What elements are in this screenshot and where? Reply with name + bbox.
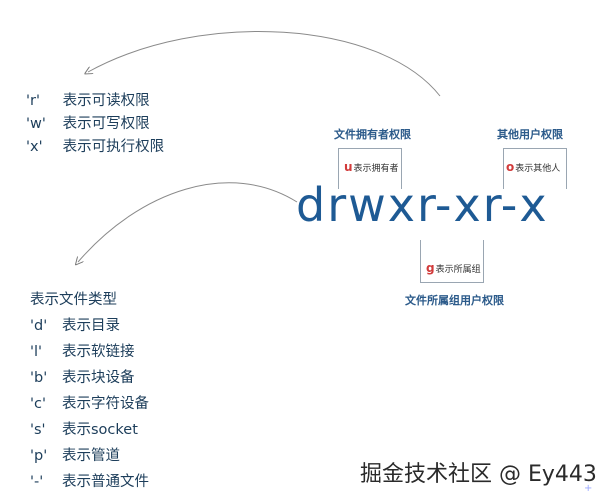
file-type-item: 'b'表示块设备 — [30, 370, 135, 386]
owner-letter: u — [344, 160, 353, 174]
watermark: 掘金技术社区 @ Ey443 — [360, 462, 597, 487]
file-type-item: 'p'表示管道 — [30, 448, 120, 464]
file-type-item: 'd'表示目录 — [30, 318, 120, 334]
perm-item-x: 'x' 表示可执行权限 — [26, 136, 164, 159]
file-type-list: 表示文件类型 'd'表示目录 'l'表示软链接 'b'表示块设备 'c'表示字符… — [30, 287, 149, 495]
perm-desc: 表示可写权限 — [62, 116, 150, 132]
perm-code: 'x' — [26, 139, 43, 155]
perm-item-w: 'w' 表示可写权限 — [26, 113, 164, 136]
owner-bracket — [338, 148, 402, 189]
group-letter: g — [426, 261, 435, 275]
arrow-to-file-types — [78, 182, 298, 262]
owner-tag-text: 表示拥有者 — [353, 163, 399, 174]
perm-item-r: 'r' 表示可读权限 — [26, 90, 164, 113]
owner-label: 文件拥有者权限 — [334, 128, 411, 141]
plus-icon: + — [584, 483, 593, 494]
group-tag-text: 表示所属组 — [435, 264, 481, 275]
perm-code: 'w' — [26, 116, 46, 132]
other-tag-text: 表示其他人 — [515, 163, 561, 174]
file-type-heading: 表示文件类型 — [30, 292, 117, 308]
other-tag: o 表示其他人 — [506, 160, 560, 174]
owner-tag: u 表示拥有者 — [344, 160, 399, 174]
other-bracket — [503, 148, 567, 189]
permission-string: drwxr-xr-x — [296, 178, 549, 232]
group-bracket — [420, 240, 484, 283]
permission-char-list: 'r' 表示可读权限 'w' 表示可写权限 'x' 表示可执行权限 — [26, 90, 164, 159]
perm-desc: 表示可执行权限 — [62, 139, 165, 155]
group-tag: g 表示所属组 — [426, 261, 481, 275]
perm-desc: 表示可读权限 — [62, 93, 150, 109]
other-label: 其他用户权限 — [497, 128, 563, 141]
file-type-item: 's'表示socket — [30, 422, 138, 438]
arrow-to-permissions — [88, 30, 441, 97]
other-letter: o — [506, 160, 515, 174]
file-type-item: '-'表示普通文件 — [30, 474, 149, 490]
file-type-item: 'c'表示字符设备 — [30, 396, 149, 412]
file-type-item: 'l'表示软链接 — [30, 344, 135, 360]
group-label: 文件所属组用户权限 — [405, 294, 504, 307]
perm-code: 'r' — [26, 93, 40, 109]
